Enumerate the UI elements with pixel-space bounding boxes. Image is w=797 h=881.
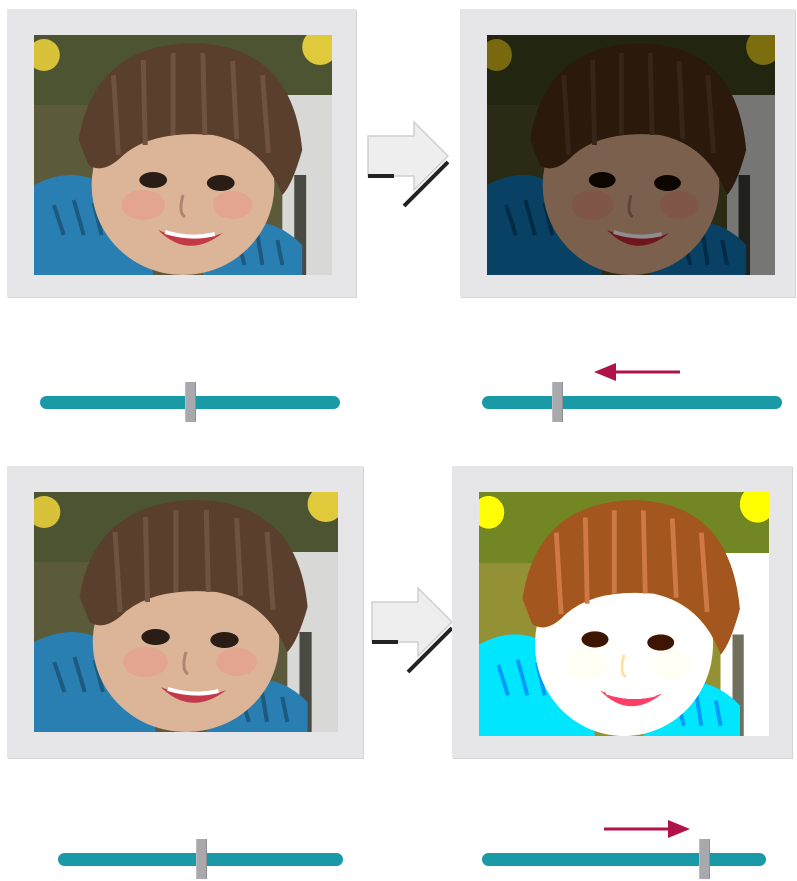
right-arrow-icon xyxy=(364,118,456,210)
slider-thumb[interactable] xyxy=(552,382,563,422)
original-photo-2 xyxy=(34,492,338,732)
right-arrow-icon xyxy=(368,584,460,676)
right-arrow-icon xyxy=(602,818,692,840)
slider-result-1[interactable] xyxy=(482,382,782,422)
result-photo-brighter xyxy=(479,492,769,736)
original-photo-1 xyxy=(34,35,332,275)
slider-track xyxy=(482,396,782,409)
result-photo-frame-2 xyxy=(452,466,792,758)
slider-original-1[interactable] xyxy=(40,382,340,422)
slider-result-2[interactable] xyxy=(482,839,766,879)
slider-thumb[interactable] xyxy=(185,382,196,422)
slider-thumb[interactable] xyxy=(698,839,710,879)
slider-thumb[interactable] xyxy=(195,839,207,879)
original-photo-frame-2 xyxy=(7,466,363,758)
original-photo-frame-1 xyxy=(7,9,356,297)
left-arrow-icon xyxy=(592,363,684,385)
slider-track xyxy=(482,853,766,866)
result-photo-darker xyxy=(487,35,775,275)
result-photo-frame-1 xyxy=(460,9,795,297)
slider-original-2[interactable] xyxy=(58,839,343,879)
